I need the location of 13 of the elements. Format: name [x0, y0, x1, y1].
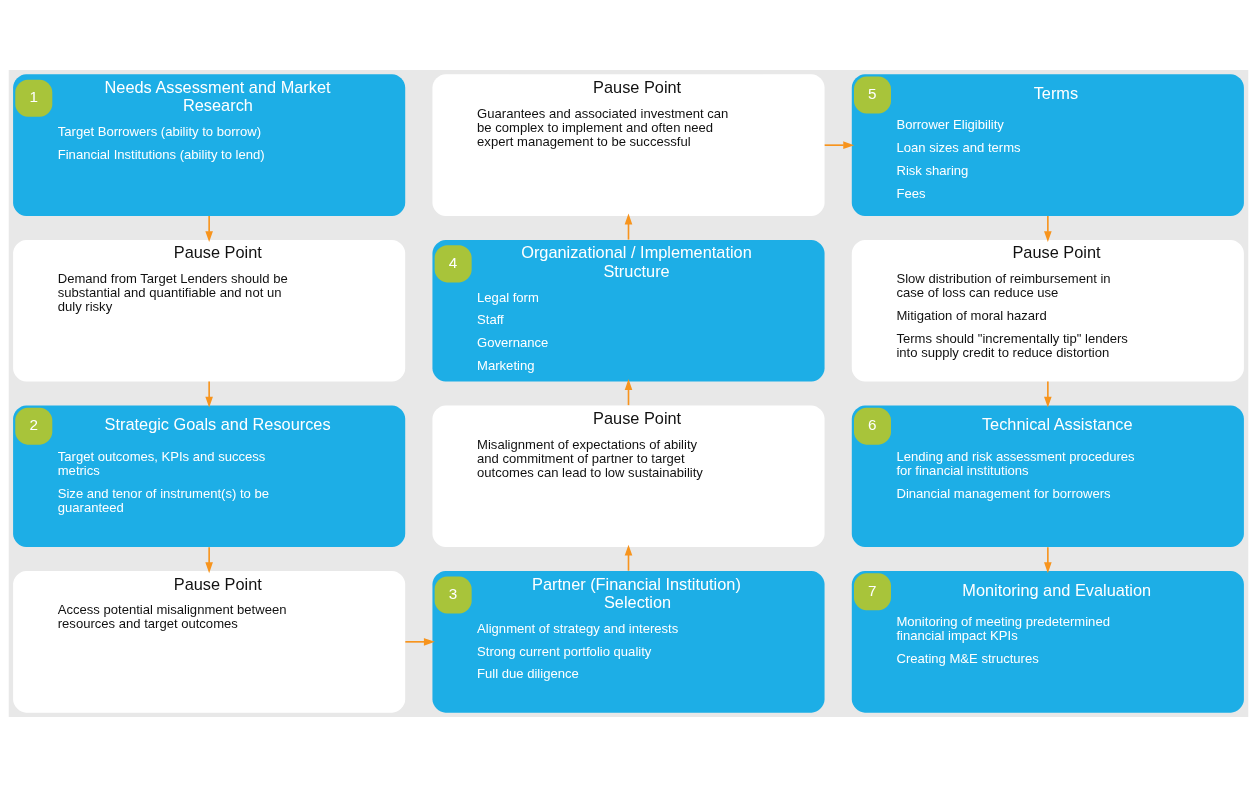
- arrow: [1044, 545, 1052, 573]
- arrow: [205, 545, 213, 573]
- node-box: Pause Point Misalignment of expectations of ability and commitment of partner to target outcomes can lead to low sustainability: [432, 405, 825, 547]
- node-box: Pause Point Access potential misalignment between resources and target outcomes: [13, 570, 406, 713]
- arrow: [205, 380, 213, 408]
- node-box: Pause Point Demand from Target Lenders should be substantial and quantifiable and not un duly risky: [13, 239, 406, 381]
- arrow: [205, 214, 213, 242]
- arrow: [1044, 214, 1052, 242]
- arrow: [823, 140, 855, 149]
- node-box: Pause Point Guarantees and associated investment can be complex to implement and often need expert management to be successful: [432, 73, 825, 216]
- arrow: [1044, 380, 1052, 408]
- arrow: [404, 637, 435, 646]
- node-box: Pause Point Slow distribution of reimbursement in case of loss can reduce use Mitigation of moral hazard Terms should "incrementally tip" lenders into supply credit to reduce distortion: [851, 239, 1244, 381]
